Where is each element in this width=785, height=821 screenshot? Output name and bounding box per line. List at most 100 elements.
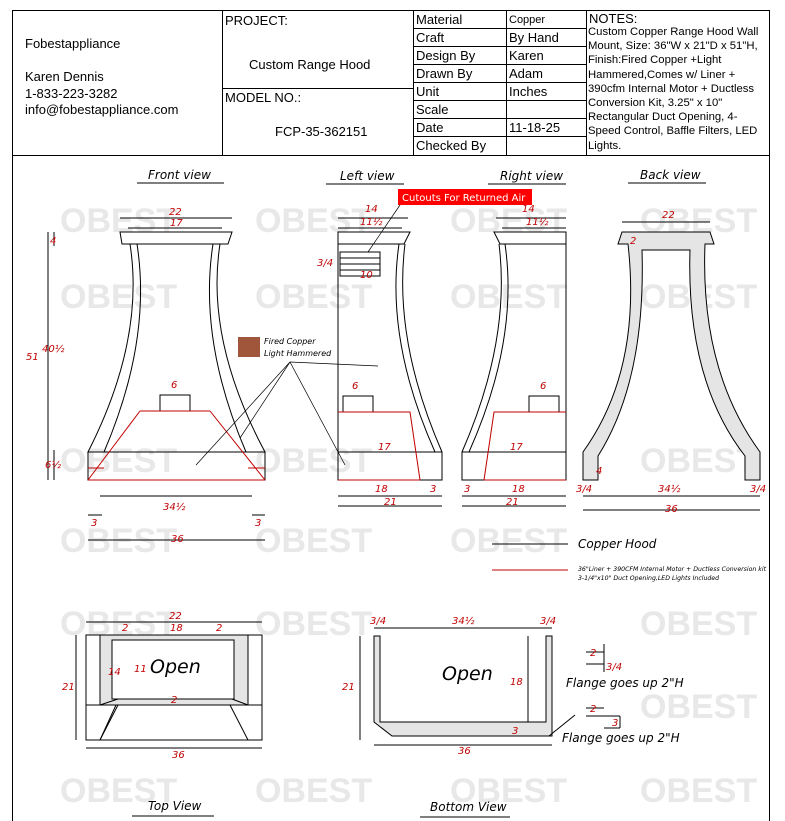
finish-label: Light Hammered — [264, 349, 332, 358]
dim-label: 36 — [171, 534, 184, 545]
dim-label: 22 — [169, 207, 182, 218]
back-view-title: Back view — [640, 168, 701, 182]
right-view — [461, 217, 567, 507]
top-view-title: Top View — [148, 799, 202, 813]
model-value: FCP-35-362151 — [275, 124, 368, 139]
watermark: OBEST — [60, 202, 177, 240]
spec-label: Scale — [416, 102, 449, 117]
finish-label: Fired Copper — [264, 337, 316, 346]
spec-label: Unit — [416, 84, 440, 99]
dim-label: 2 — [590, 648, 596, 659]
dim-label: 40½ — [42, 343, 65, 355]
dim-label: 3 — [512, 726, 518, 737]
legend-copper: Copper Hood — [578, 537, 657, 551]
contact-name: Karen Dennis — [25, 69, 104, 84]
watermark: OBEST — [60, 442, 177, 480]
dim-label: 36 — [665, 504, 678, 515]
dim-label: 6 — [171, 380, 177, 391]
dim-label: 34½ — [658, 483, 681, 495]
spec-value: Karen — [509, 48, 544, 63]
dim-label: 3 — [430, 484, 436, 495]
spec-value: Adam — [509, 66, 543, 81]
right-view-title: Right view — [500, 169, 563, 183]
dim-label: 14 — [365, 204, 378, 215]
dim-label: 3/4 — [606, 662, 622, 673]
dim-label: 3/4 — [576, 484, 592, 495]
dim-label: 22 — [662, 210, 675, 221]
dim-label: 14 — [108, 667, 121, 678]
project-label: PROJECT: — [225, 13, 288, 28]
spec-label: Checked By — [416, 138, 487, 153]
open-label: Open — [150, 656, 201, 678]
dim-label: 21 — [62, 682, 75, 693]
watermark: OBEST — [255, 442, 372, 480]
dim-label: 4 — [596, 466, 602, 477]
dim-label: 2 — [590, 704, 596, 715]
dim-label: 6 — [540, 381, 546, 392]
spec-value: Copper — [509, 14, 546, 26]
watermark: OBEST — [255, 522, 372, 560]
dim-label: 3 — [612, 718, 618, 729]
cutouts-callout-bg — [398, 189, 532, 205]
dim-label: 34½ — [163, 501, 186, 513]
watermark: OBEST — [640, 605, 757, 643]
watermark: OBEST — [255, 202, 372, 240]
notes-text: Custom Copper Range Hood Wall Mount, Siz… — [588, 26, 759, 152]
flange-note: Flange goes up 2"H — [566, 676, 684, 690]
spec-label: Date — [416, 120, 444, 135]
dim-label: 34½ — [452, 615, 475, 627]
cutouts-callout: Cutouts For Returned Air — [402, 193, 526, 204]
dim-label: 3 — [255, 518, 261, 529]
dim-label: 36 — [458, 746, 471, 757]
legend-liner: 3-1/4"x10" Duct Opening,LED Lights Inclu… — [578, 574, 719, 582]
spec-value: By Hand — [509, 30, 559, 45]
dim-label: 51 — [26, 352, 39, 363]
watermark: OBEST — [255, 605, 372, 643]
dim-label: 3/4 — [750, 484, 766, 495]
dim-label: 4 — [50, 236, 56, 247]
dim-label: 14 — [522, 204, 535, 215]
watermark: OBEST — [450, 522, 567, 560]
legend-liner: 36"Liner + 390CFM Internal Motor + Ductl… — [578, 565, 767, 573]
dim-label: 3 — [91, 518, 97, 529]
dim-label: 11 — [134, 664, 147, 675]
finish-leaders — [195, 361, 379, 466]
spec-label: Design By — [416, 48, 476, 63]
left-view-title: Left view — [340, 169, 395, 183]
dim-label: 21 — [342, 682, 355, 693]
bottom-view — [359, 627, 621, 746]
contact-phone: 1-833-223-3282 — [25, 86, 118, 101]
watermark: OBEST — [450, 202, 567, 240]
top-view — [75, 621, 263, 749]
company-name: Fobestappliance — [25, 36, 121, 51]
notes-title: NOTES: — [589, 11, 638, 26]
front-view-title: Front view — [148, 168, 211, 182]
dim-label: 6 — [352, 381, 358, 392]
left-view — [337, 217, 443, 507]
title-block: Fobestappliance Karen Dennis 1-833-223-3… — [12, 10, 770, 156]
spec-value: Inches — [509, 84, 548, 99]
dim-label: 18 — [170, 623, 183, 634]
dim-label: 21 — [506, 497, 519, 508]
dim-label: 36 — [172, 750, 185, 761]
watermark: OBEST — [640, 688, 757, 726]
model-label: MODEL NO.: — [225, 90, 302, 105]
watermark: OBEST — [60, 278, 177, 316]
flange-note: Flange goes up 2"H — [562, 731, 680, 745]
watermark: OBEST — [450, 278, 567, 316]
finish-swatch — [238, 337, 260, 357]
drawing-area — [12, 156, 770, 821]
watermark: OBEST — [255, 772, 372, 810]
dim-label: 3/4 — [317, 258, 333, 269]
bottom-view-title: Bottom View — [430, 800, 507, 814]
open-label: Open — [442, 663, 493, 685]
watermark: OBEST — [450, 772, 567, 810]
dim-label: 18 — [375, 484, 388, 495]
dim-label: 2 — [171, 695, 177, 706]
front-view — [47, 217, 266, 541]
dim-label: 6½ — [45, 459, 61, 471]
dim-label: 11½ — [526, 216, 549, 228]
watermark: OBEST — [60, 772, 177, 810]
dim-label: 17 — [510, 442, 523, 453]
